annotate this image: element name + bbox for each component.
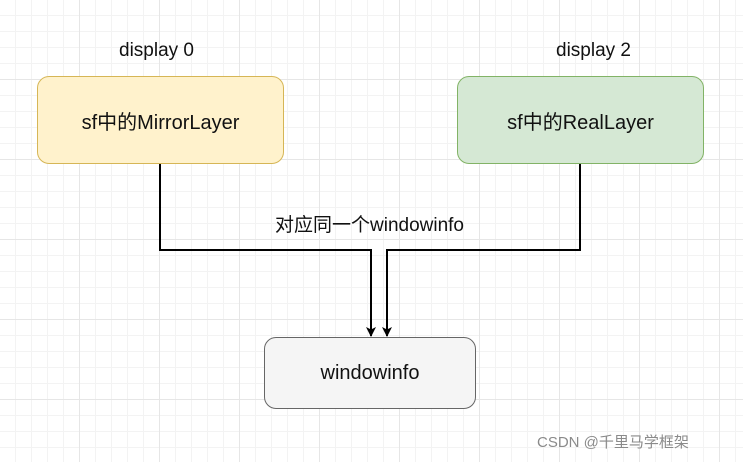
windowinfo-node: windowinfo <box>264 337 476 409</box>
edge-mirror-to-windowinfo <box>159 163 376 337</box>
real-layer-label: sf中的RealLayer <box>507 111 654 134</box>
windowinfo-label: windowinfo <box>320 361 420 384</box>
edge-label: 对应同一个windowinfo <box>275 215 464 236</box>
display-0-label: display 0 <box>119 40 194 61</box>
csdn-watermark: CSDN @千里马学框架 <box>537 434 689 451</box>
mirror-layer-label: sf中的MirrorLayer <box>81 111 240 134</box>
display-2-label: display 2 <box>556 40 631 61</box>
edge-real-to-windowinfo <box>382 163 581 337</box>
mirror-layer-node: sf中的MirrorLayer <box>37 76 284 164</box>
real-layer-node: sf中的RealLayer <box>457 76 704 164</box>
